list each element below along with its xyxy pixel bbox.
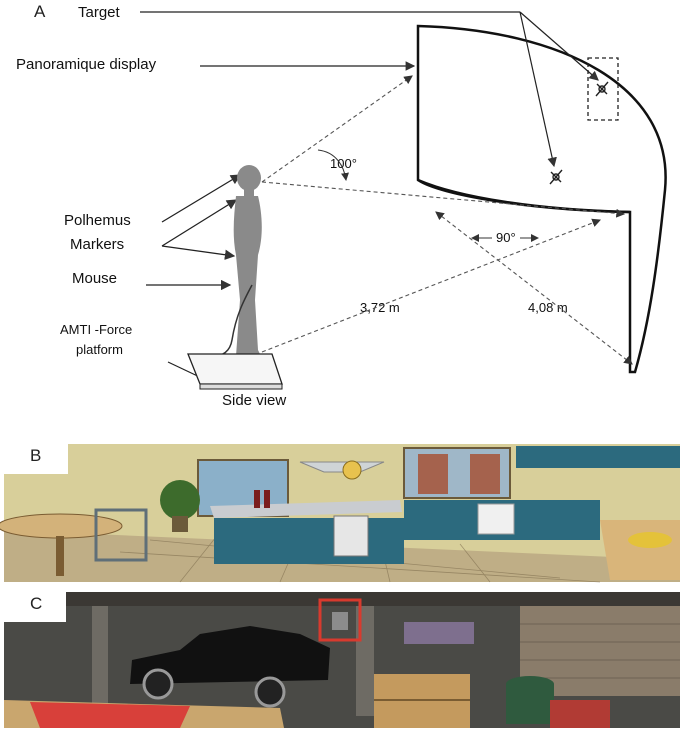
distance-near-label: 3,72 m	[360, 300, 400, 315]
floor-tiles	[119, 531, 601, 583]
toolbox	[550, 700, 610, 728]
markers-label-line1: Polhemus	[64, 212, 131, 229]
screen-lower-edge	[417, 178, 631, 214]
red-frame	[318, 598, 362, 642]
upper-cabinets	[516, 446, 680, 468]
setup-diagram	[140, 11, 667, 390]
panel-b-letter: B	[30, 446, 42, 465]
panoramic-screen	[416, 24, 667, 374]
side-view-label: Side view	[222, 392, 287, 409]
car-wheel-rear	[254, 676, 286, 708]
wall-clock	[342, 460, 362, 480]
kitchen-window-right	[403, 447, 511, 499]
dining-table	[0, 513, 123, 539]
kitchen-island	[210, 500, 402, 518]
force-platform	[187, 353, 283, 385]
counter-right	[600, 520, 680, 580]
car	[130, 626, 330, 684]
target-label: Target	[78, 4, 120, 21]
target-icon-upper	[595, 81, 609, 97]
car-wheel-front	[142, 668, 174, 700]
chair	[94, 508, 148, 562]
barrel	[506, 676, 554, 692]
human-silhouette	[233, 165, 262, 358]
panel-c-letter: C	[30, 594, 43, 613]
tool-board	[404, 622, 474, 644]
oven	[333, 515, 369, 557]
lower-cabinets	[404, 500, 600, 540]
display-label: Panoramique display	[16, 56, 157, 73]
potted-plant	[160, 480, 200, 520]
target-icon-lower	[549, 169, 563, 185]
range-hood	[299, 461, 385, 473]
target-box	[587, 57, 619, 121]
kitchen-window-left	[197, 459, 289, 517]
workbench	[4, 700, 284, 728]
brick-wall	[520, 606, 680, 696]
platform-label-line2: platform	[76, 342, 123, 357]
panel-a-letter: A	[34, 2, 46, 21]
kitchen-floor	[4, 530, 680, 582]
platform-label-line1: AMTI -Force	[60, 322, 133, 337]
markers-label-line2: Markers	[70, 236, 125, 253]
shelf-unit	[374, 674, 470, 728]
mouse-label: Mouse	[72, 270, 118, 287]
